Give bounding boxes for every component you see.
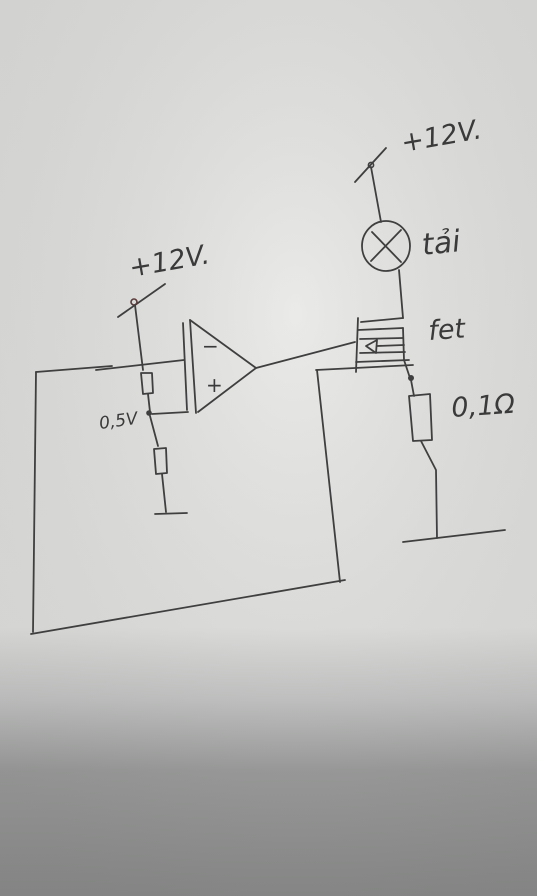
feedback-loop	[30, 364, 414, 635]
opamp-symbol	[95, 319, 356, 415]
mosfet-symbol	[355, 317, 411, 379]
lower-divider-resistor	[153, 447, 168, 475]
label-lamp: tải	[420, 224, 463, 263]
left-branch	[117, 283, 188, 515]
left-supply-terminal	[117, 283, 166, 318]
lamp-symbol	[361, 220, 411, 272]
label-shunt: 0,1Ω	[450, 389, 516, 424]
right-ground	[402, 529, 506, 543]
label-opamp-minus: −	[202, 334, 219, 358]
right-supply-terminal	[354, 147, 387, 183]
right-branch	[354, 147, 506, 543]
source-node	[408, 375, 414, 381]
label-mosfet: fet	[427, 313, 467, 347]
left-supply-node	[130, 298, 138, 306]
divider-node	[146, 410, 152, 416]
shunt-resistor	[408, 379, 438, 539]
left-ground	[154, 512, 188, 515]
upper-divider-resistor	[140, 372, 154, 395]
label-opamp-plus: +	[206, 373, 223, 397]
